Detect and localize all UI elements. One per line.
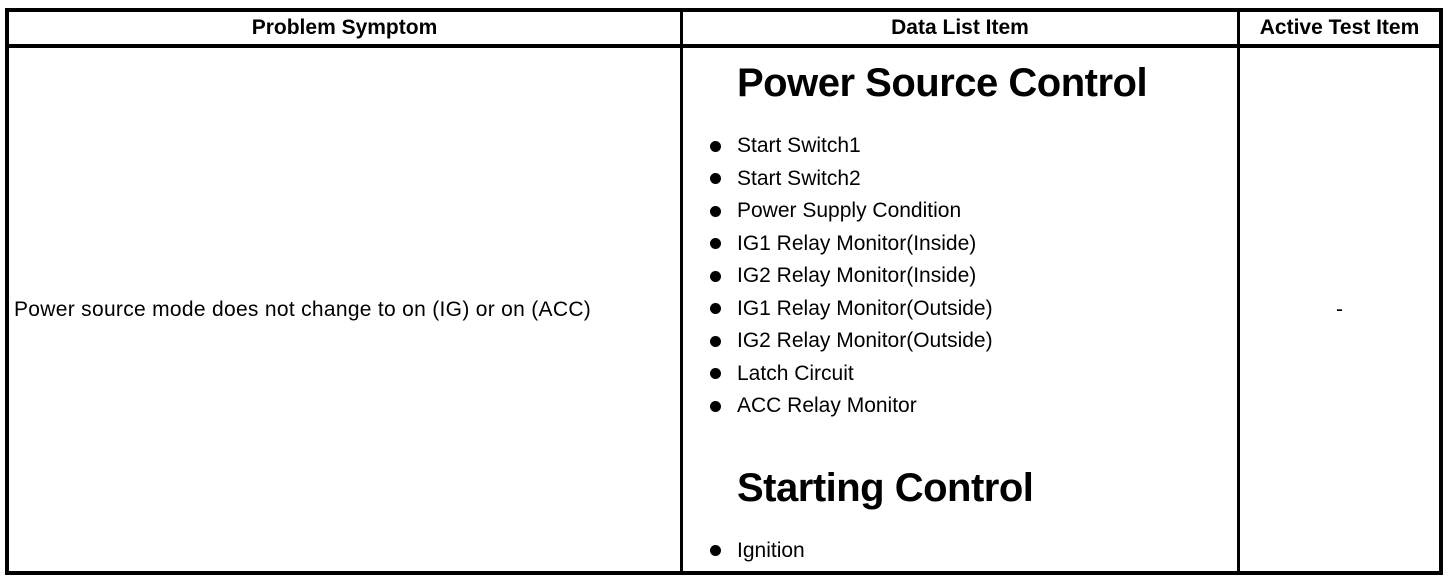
bullet-icon — [710, 238, 721, 250]
bullet-icon — [710, 400, 721, 412]
diagnostic-table: Problem Symptom Data List Item Active Te… — [5, 8, 1443, 575]
list-item: Latch Circuit — [683, 358, 1237, 391]
list-item: ACC Relay Monitor — [683, 390, 1237, 423]
list-item: Start Switch2 — [683, 163, 1237, 196]
list-item: IG1 Relay Monitor(Inside) — [683, 228, 1237, 261]
list-item: IG1 Relay Monitor(Outside) — [683, 293, 1237, 326]
list-item-label: IG2 Relay Monitor(Outside) — [737, 329, 993, 353]
list-item-label: ACC Relay Monitor — [737, 394, 917, 418]
list-item-label: IG2 Relay Monitor(Inside) — [737, 264, 977, 288]
header-data-list-item: Data List Item — [683, 12, 1240, 48]
bullet-icon — [710, 545, 721, 557]
bullet-icon — [710, 270, 721, 282]
bullet-icon — [710, 368, 721, 380]
problem-symptom-cell: Power source mode does not change to on … — [9, 48, 683, 571]
header-problem-symptom: Problem Symptom — [9, 12, 683, 48]
data-list-cell: Power Source Control Start Switch1 Start… — [683, 48, 1240, 571]
data-list-section: Power Source Control Start Switch1 Start… — [683, 60, 1237, 423]
list-item-label: Power Supply Condition — [737, 199, 962, 223]
bullet-list: Start Switch1 Start Switch2 Power Supply… — [683, 130, 1237, 423]
bullet-list: Ignition — [683, 535, 1237, 568]
list-item-label: IG1 Relay Monitor(Outside) — [737, 296, 993, 320]
data-list-section: Starting Control Ignition — [683, 465, 1237, 568]
bullet-icon — [710, 173, 721, 185]
list-item-label: Start Switch2 — [737, 166, 861, 190]
header-active-test-item: Active Test Item — [1240, 12, 1439, 48]
bullet-icon — [710, 335, 721, 347]
section-title: Starting Control — [737, 465, 1034, 510]
list-item-label: Start Switch1 — [737, 134, 861, 158]
section-title: Power Source Control — [737, 61, 1148, 105]
list-item-label: Ignition — [737, 538, 805, 562]
active-test-cell: - — [1336, 297, 1343, 321]
bullet-icon — [710, 303, 721, 315]
bullet-icon — [710, 205, 721, 217]
list-item: IG2 Relay Monitor(Inside) — [683, 260, 1237, 293]
list-item: IG2 Relay Monitor(Outside) — [683, 325, 1237, 358]
list-item: Power Supply Condition — [683, 195, 1237, 228]
list-item: Ignition — [683, 535, 1237, 568]
list-item-label: Latch Circuit — [737, 361, 854, 385]
list-item-label: IG1 Relay Monitor(Inside) — [737, 231, 977, 255]
bullet-icon — [710, 140, 721, 152]
list-item: Start Switch1 — [683, 130, 1237, 163]
